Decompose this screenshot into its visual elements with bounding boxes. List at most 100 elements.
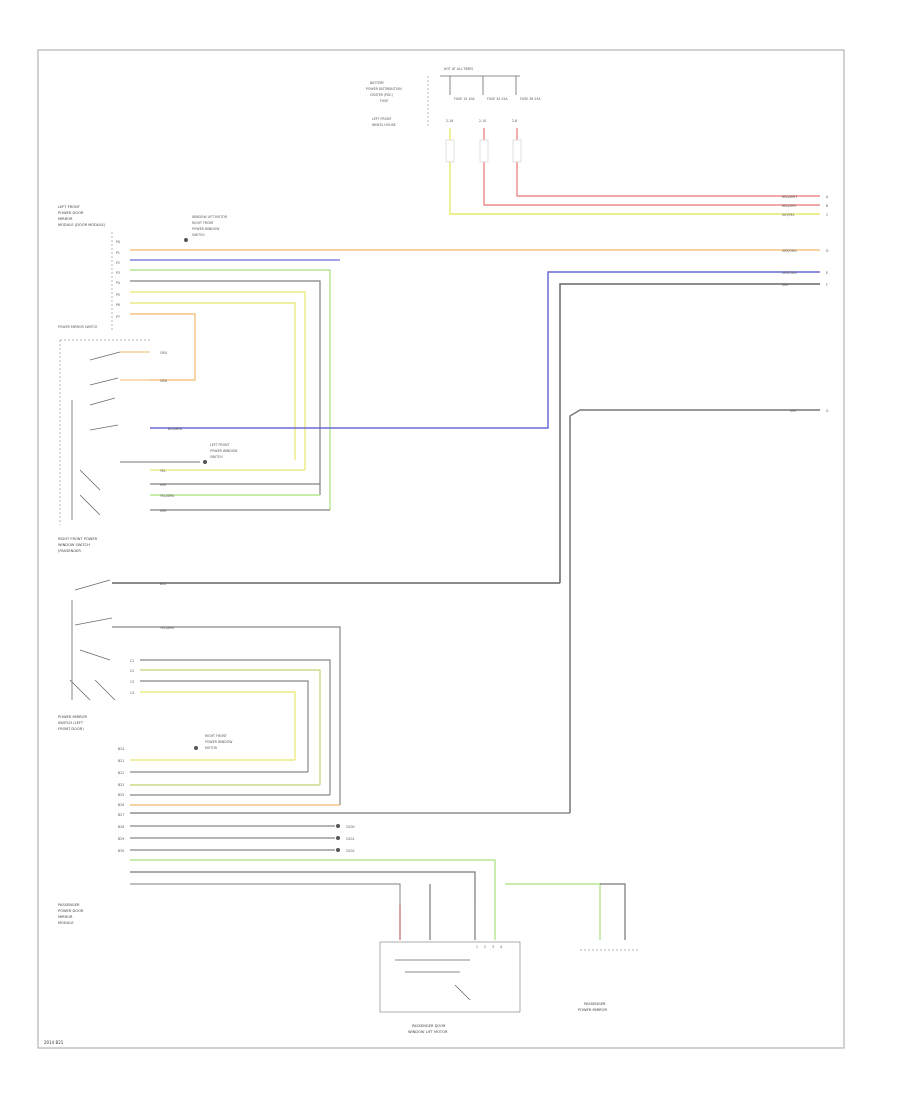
pin-label: 3	[492, 945, 494, 949]
wire-gray-feed	[112, 626, 341, 805]
pin-label: 1	[476, 945, 478, 949]
splice-dot	[203, 460, 207, 464]
note-text: POWER WINDOW	[205, 740, 233, 744]
component-label: WINDOW LIFT MOTOR	[408, 1030, 448, 1034]
wire-label: GRY/ORG	[782, 249, 797, 253]
component-label: PASSENGER	[58, 903, 80, 907]
wire-gray-mirror	[600, 883, 626, 940]
fuse-feed-label: FUSE	[380, 99, 388, 103]
wire-label: YEL/GRN	[160, 626, 174, 630]
wire-label: YEL/GRN	[160, 494, 174, 498]
pin-label: P1	[116, 251, 120, 255]
fuse-3-pin: 2-8	[512, 119, 517, 123]
edge-ref: D	[826, 249, 829, 253]
ground-ref: G201	[346, 837, 355, 841]
motor-internals	[395, 959, 471, 1001]
pin-label: B27	[118, 813, 124, 817]
wire-gray	[130, 280, 321, 495]
fuse-1-pin: 2-16	[446, 119, 453, 123]
note-text: POWER WINDOW	[210, 449, 238, 453]
ground-dot	[336, 848, 340, 852]
note-text: POWER WINDOW	[192, 227, 220, 231]
wire-blue-main	[150, 271, 820, 429]
pin-label: C1	[130, 659, 134, 663]
pin-label: B23	[118, 783, 124, 787]
note-text: RIGHT FRONT	[205, 734, 227, 738]
wire-gray-to-motor-2	[130, 883, 401, 905]
component-label: FRONT DOOR)	[58, 727, 84, 731]
wire-label: VIO/YEL	[782, 213, 795, 217]
wire-label: RED/GRY	[782, 204, 796, 208]
switch-contacts	[74, 579, 113, 661]
pin-label: B30	[118, 849, 124, 853]
pin-label: P4	[116, 281, 120, 285]
ground-ref: G202	[346, 849, 355, 853]
splice-dot	[194, 746, 198, 750]
pin-label: C3	[130, 680, 134, 684]
fuse-feed-label: LEFT FRONT	[372, 117, 391, 121]
wire-label: GRY	[782, 283, 788, 287]
pin-label: B24	[118, 747, 124, 751]
pin-label: P6	[116, 303, 120, 307]
pin-label: C2	[130, 669, 134, 673]
component-label: MIRROR	[58, 217, 73, 221]
fuse-box-title: HOT AT ALL TIMES	[444, 67, 473, 71]
wire-label: BLK	[160, 582, 167, 586]
fuse-box: HOT AT ALL TIMES BATTERY POWER DISTRIBUT…	[366, 67, 541, 128]
pin-label: P5	[116, 293, 120, 297]
note-text: SWITCH	[192, 233, 205, 237]
fuse-3-rating: FUSE 36 25A	[520, 97, 541, 101]
driver-module-wires: GRY/ORG D	[130, 249, 829, 510]
wire-orange-loop	[130, 313, 196, 381]
wire-green-mirror	[505, 883, 601, 940]
pin-label: PU	[116, 240, 121, 244]
component-label: POWER MIRROR	[578, 1008, 607, 1012]
wire-green-to-motor	[130, 859, 496, 905]
component-label: SWITCH (LEFT	[58, 721, 84, 725]
window-lift-motor: 1 2 3 4 PASSENGER DOOR WINDOW LIFT MOTOR	[379, 883, 626, 1034]
wire-label: ORG	[160, 379, 168, 383]
wire-gray-long	[569, 409, 820, 813]
pin-label: B21	[118, 759, 124, 763]
passenger-mirror: PASSENGER POWER MIRROR	[578, 949, 640, 1012]
wire-label: GRY/ORG	[782, 271, 797, 275]
component-label: PASSENGER DOOR	[412, 1024, 446, 1028]
note-text: RIGHT FRONT	[192, 221, 214, 225]
edge-ref: A	[826, 195, 829, 199]
switch-connector-block: C1 C2 C3 C4	[130, 659, 331, 795]
edge-ref: F	[826, 283, 828, 287]
edge-ref: G	[826, 409, 829, 413]
pin-label: P7	[116, 315, 120, 319]
component-label: POWER MIRROR	[58, 715, 87, 719]
fuse-feed-label: CENTER (PDC)	[370, 93, 393, 97]
mirror-switch: POWER MIRROR SWITCH ORG ORG BLU/BRN	[58, 325, 183, 525]
wire-tag	[512, 139, 522, 163]
wire-gray-bus-2	[140, 680, 309, 772]
diagram-frame	[37, 49, 845, 1049]
passenger-window-switch: RIGHT FRONT POWER WINDOW SWITCH (PASSENG…	[58, 537, 560, 805]
pin-label: B28	[118, 825, 124, 829]
wire-label: RED/WHT	[782, 195, 797, 199]
ground-dot	[336, 824, 340, 828]
fuse-2-pin: 2-10	[479, 119, 486, 123]
note-text: SWITCH	[210, 455, 223, 459]
switch-linkage	[71, 400, 101, 520]
fuse-output-wires: RED/WHT RED/GRY VIO/YEL A B C	[445, 128, 829, 217]
component-label: MODULE (DOOR MODULE)	[58, 223, 106, 227]
switch-linkage	[69, 600, 116, 701]
wire-tag	[445, 139, 455, 163]
component-label: POWER DOOR	[58, 909, 84, 913]
pin-label: B22	[118, 771, 124, 775]
power-mirror-switch: POWER MIRROR SWITCH (LEFT FRONT DOOR) RI…	[58, 715, 233, 750]
note-text: MOTOR	[205, 746, 218, 750]
switch-boundary	[59, 339, 150, 525]
wire-label: ORG	[160, 351, 168, 355]
component-label: MODULE	[58, 921, 74, 925]
component-label: WINDOW SWITCH	[58, 543, 90, 547]
edge-ref: C	[826, 213, 829, 217]
note-text: LEFT FRONT	[210, 443, 229, 447]
passenger-door-module: PASSENGER POWER DOOR MIRROR MODULE	[58, 903, 84, 925]
driver-door-module: LEFT FRONT POWER DOOR MIRROR MODULE (DOO…	[58, 205, 228, 330]
component-label: (PASSENGER	[58, 549, 81, 553]
